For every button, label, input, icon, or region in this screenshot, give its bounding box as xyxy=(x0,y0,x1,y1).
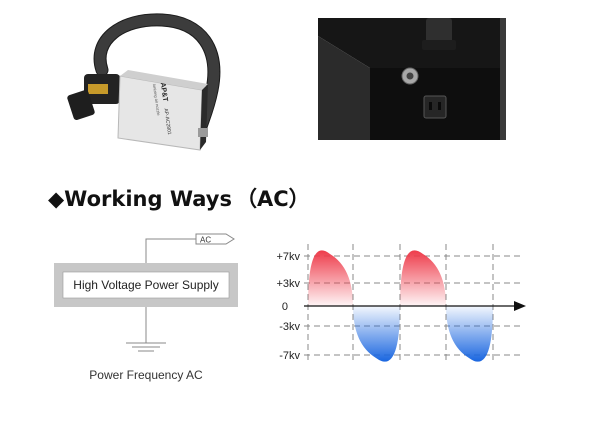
y-axis-labels: +7kv +3kv 0 -3kv -7kv xyxy=(276,251,300,362)
label-plus3kv: +3kv xyxy=(276,278,300,290)
output-wire xyxy=(145,238,196,263)
axis-arrow-icon xyxy=(514,301,526,311)
power-socket xyxy=(423,95,447,119)
housing-left-face xyxy=(318,36,370,140)
brand-label: AP&T xyxy=(159,82,169,103)
subtitle-label: Ionizing air nozzle xyxy=(152,83,162,116)
positive-half-wave xyxy=(400,250,446,306)
circuit-caption: Power Frequency AC xyxy=(89,368,203,382)
label-zero: 0 xyxy=(282,301,288,313)
phase-lines xyxy=(307,244,494,364)
circuit-diagram: AC High Voltage Power Supply Power Frequ… xyxy=(54,233,238,382)
ground-icon xyxy=(126,342,166,352)
negative-half-wave xyxy=(446,306,493,362)
label-minus3kv: -3kv xyxy=(279,321,300,333)
ac-output-tag xyxy=(195,233,235,245)
section-title: ◆Working Ways（AC） xyxy=(48,183,310,213)
housing-top xyxy=(318,18,500,68)
title-text: Working Ways xyxy=(64,187,232,211)
product-photo-right xyxy=(318,18,528,140)
title-bullet: ◆ xyxy=(48,187,65,211)
negative-half-wave xyxy=(353,306,400,362)
power-supply-label: High Voltage Power Supply xyxy=(73,278,218,292)
model-label: AP-AC2801 xyxy=(162,108,172,135)
ac-tag-text: AC xyxy=(200,236,211,245)
nozzle-illustration: AP&T AP-AC2801 Ionizing air nozzle xyxy=(67,13,221,151)
label-minus7kv: -7kv xyxy=(279,350,300,362)
housing-illustration xyxy=(318,18,506,140)
waveform-diagram: +7kv +3kv 0 -3kv -7kv xyxy=(276,244,526,364)
positive-half-wave xyxy=(308,250,353,306)
title-suffix: （AC） xyxy=(235,187,310,211)
product-photo-left: AP&T AP-AC2801 Ionizing air nozzle xyxy=(62,10,230,160)
label-plus7kv: +7kv xyxy=(276,251,300,263)
